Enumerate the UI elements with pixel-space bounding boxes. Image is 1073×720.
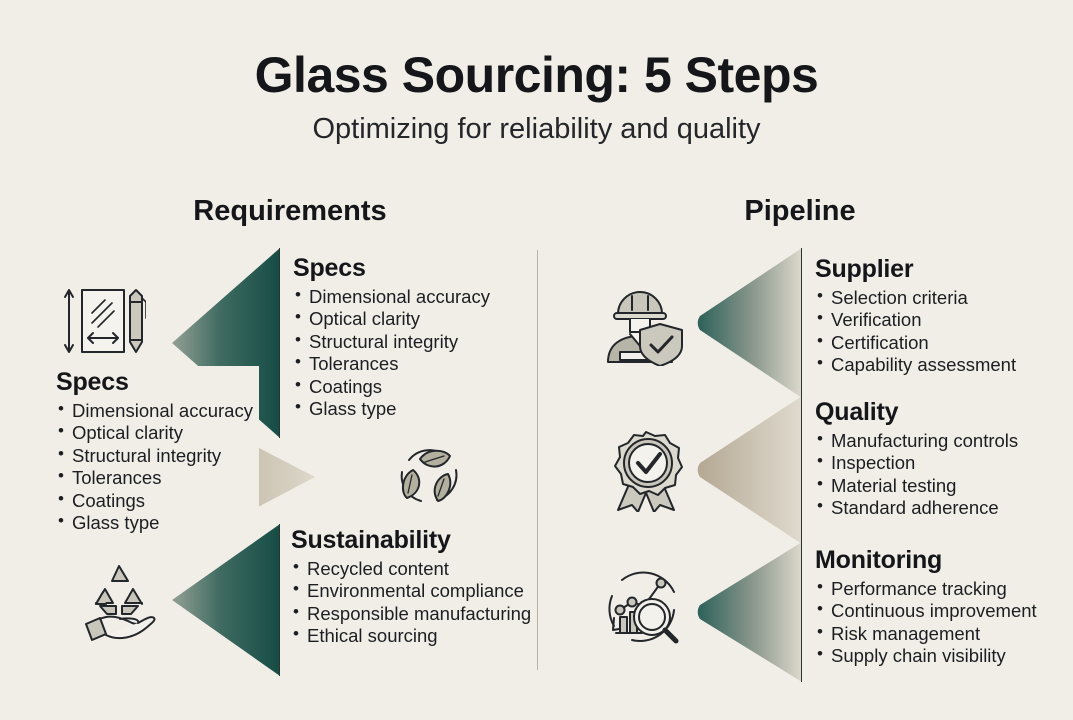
list-item: Inspection [815,451,1018,474]
list-item: Capability assessment [815,353,1016,376]
arrow-stem-supplier [801,248,802,398]
leaf-recycle-circle-icon [392,440,466,514]
block-sustainability: Sustainability Recycled content Environm… [291,526,531,648]
column-heading-requirements: Requirements [193,195,387,227]
block-title-quality: Quality [815,398,899,426]
list-item: Optical clarity [293,307,490,330]
list-item: Structural integrity [56,444,253,467]
block-list-quality: Manufacturing controls Inspection Materi… [815,429,1018,520]
page-subtitle: Optimizing for reliability and quality [312,113,761,145]
list-item: Dimensional accuracy [293,285,490,308]
list-item: Glass type [293,397,490,420]
arrow-left-monitoring [690,542,802,682]
arrow-left-quality [690,396,802,544]
list-item: Glass type [56,511,253,534]
block-title-supplier: Supplier [815,255,914,283]
list-item: Dimensional accuracy [56,399,253,422]
block-list-supplier: Selection criteria Verification Certific… [815,286,1016,377]
block-quality: Quality Manufacturing controls Inspectio… [815,398,1018,520]
column-heading-pipeline: Pipeline [744,195,856,227]
page-title: Glass Sourcing: 5 Steps [254,47,819,103]
list-item: Ethical sourcing [291,624,531,647]
list-item: Manufacturing controls [815,429,1018,452]
list-item: Tolerances [56,466,253,489]
column-divider [537,250,538,670]
block-monitoring: Monitoring Performance tracking Continuo… [815,546,1037,668]
list-item: Certification [815,331,1016,354]
list-item: Coatings [56,488,253,512]
block-specs: Specs Dimensional accuracy Optical clari… [293,254,490,420]
list-item: Optical clarity [56,421,253,444]
arrow-left-supplier [690,248,802,398]
block-list-sustainability: Recycled content Environmental complianc… [291,557,531,648]
list-item: Material testing [815,474,1018,497]
glass-pane-measure-icon [60,280,146,364]
worker-shield-check-icon [604,286,686,366]
list-item: Continuous improvement [815,599,1037,622]
block-title-specs: Specs [293,254,366,282]
block-list-specs-overlay: Dimensional accuracy Optical clarity Str… [56,399,253,534]
list-item: Performance tracking [815,577,1037,600]
block-list-monitoring: Performance tracking Continuous improvem… [815,577,1037,668]
list-item: Recycled content [291,557,531,580]
list-item: Standard adherence [815,496,1018,519]
block-specs-overlay: Specs Dimensional accuracy Optical clari… [52,366,259,539]
analytics-magnifier-icon [602,568,684,650]
list-item: Tolerances [293,352,490,375]
arrow-stem-monitoring [801,542,802,682]
list-item: Structural integrity [293,330,490,353]
list-item: Supply chain visibility [815,644,1037,667]
arrow-left-sustainability [172,524,280,676]
list-item: Selection criteria [815,286,1016,309]
arrow-stem-quality [801,396,802,544]
list-item: Environmental compliance [291,579,531,602]
block-title-sustainability: Sustainability [291,526,451,554]
block-supplier: Supplier Selection criteria Verification… [815,255,1016,377]
list-item: Verification [815,308,1016,331]
list-item: Coatings [293,374,490,398]
block-title-monitoring: Monitoring [815,546,943,574]
arrow-stem-sustainability [279,524,280,676]
hand-recycle-icon [76,562,162,646]
list-item: Responsible manufacturing [291,602,531,625]
block-list-specs: Dimensional accuracy Optical clarity Str… [293,285,490,420]
block-title-specs-overlay: Specs [56,368,129,396]
arrow-stem-specs [279,248,280,438]
award-ribbon-check-icon [608,430,686,512]
list-item: Risk management [815,622,1037,645]
